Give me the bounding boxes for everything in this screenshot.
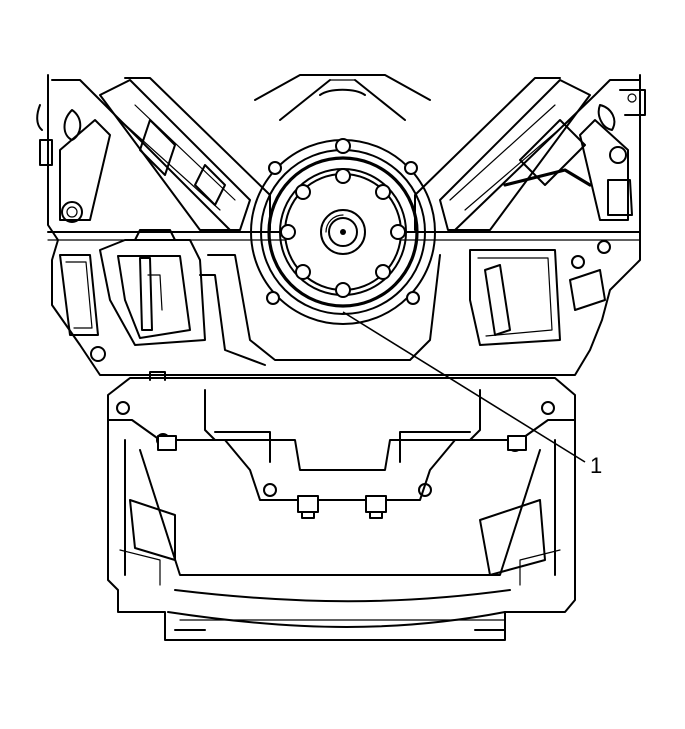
crankshaft-flange xyxy=(280,168,406,298)
engine-block-upper xyxy=(36,74,646,376)
callout-label: 1 xyxy=(590,453,602,478)
oil-pan-gasket xyxy=(107,371,576,501)
oil-pan-bolt xyxy=(297,495,319,519)
oil-pan-bolt xyxy=(157,435,177,451)
oil-pan-bolt xyxy=(365,495,387,519)
callout-1: 1 xyxy=(342,311,602,478)
callout-leader-line xyxy=(342,311,586,463)
oil-pan xyxy=(107,389,576,641)
oil-pan-bolt xyxy=(507,435,527,451)
